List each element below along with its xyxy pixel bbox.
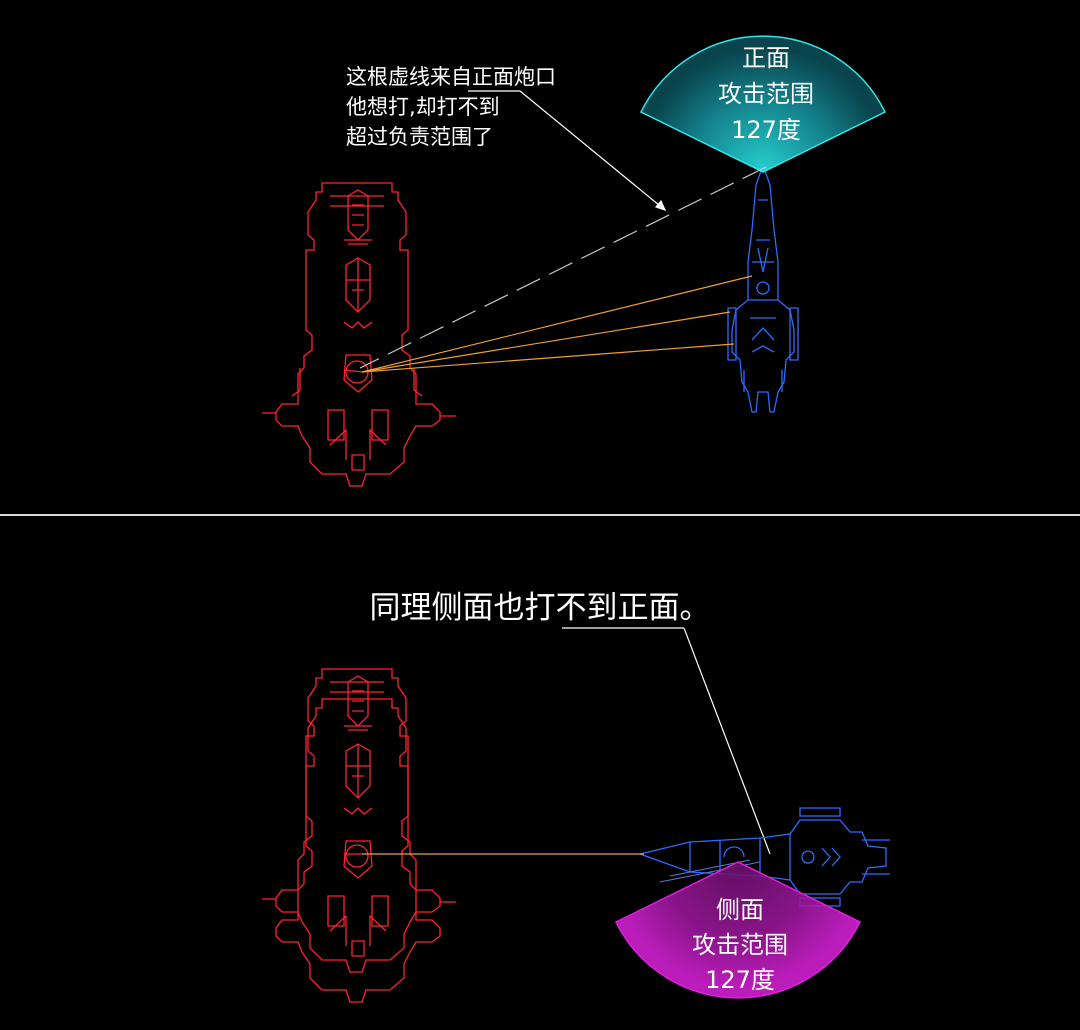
blue-fighter-top [727,163,799,413]
top-diagram: 这根虚线来自正面炮口 他想打,却打不到 超过负责范围了 正面 攻击范围 127度 [262,35,887,487]
annotation-leader-top [468,90,667,211]
note-line-2: 他想打,却打不到 [346,95,500,119]
annotation-leader-bottom [562,627,771,855]
red-cruiser-bottom-hull [275,668,441,973]
front-gun-dashed-line [359,166,767,369]
panel-divider [0,514,1080,516]
front-sector-label-1: 正面 [742,44,790,72]
note-line-3: 超过负责范围了 [346,125,493,149]
bottom-caption: 同理侧面也打不到正面。 [370,590,711,626]
front-attack-sector [639,35,887,173]
top-panel: 这根虚线来自正面炮口 他想打,却打不到 超过负责范围了 正面 攻击范围 127度 [0,0,1080,514]
bottom-diagram: 同理侧面也打不到正面。 [262,590,890,1003]
side-sector-label-3: 127度 [705,966,775,994]
front-sector-label-2: 攻击范围 [718,80,814,108]
red-cruiser-top [262,182,456,487]
fire-lines-top [343,275,753,373]
red-cruiser-bottom-details [262,675,456,957]
note-line-1: 这根虚线来自正面炮口 [346,65,556,89]
side-sector-label-1: 侧面 [716,896,764,924]
bottom-panel: 同理侧面也打不到正面。 [0,516,1080,1030]
side-sector-label-2: 攻击范围 [692,931,788,959]
side-attack-sector [614,861,862,999]
front-sector-label-3: 127度 [731,116,801,144]
